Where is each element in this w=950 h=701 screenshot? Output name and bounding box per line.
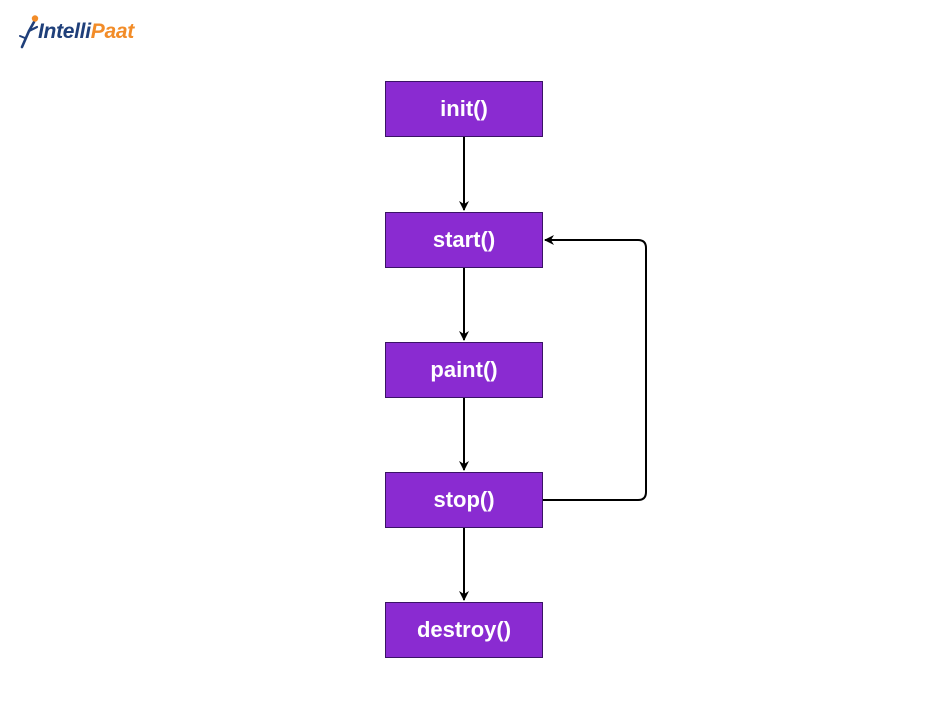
intellipaat-logo: IntelliPaat [18, 12, 134, 52]
runner-figure-icon [19, 15, 39, 49]
init-node: init() [385, 81, 543, 137]
logo-wordmark: IntelliPaat [38, 20, 134, 44]
start-node-label: start() [432, 227, 496, 252]
start-node: start() [385, 212, 543, 268]
paint-node-label: paint() [430, 357, 498, 382]
init-node-label: init() [440, 96, 488, 121]
logo-wordmark-accent: Paat [90, 20, 134, 43]
edge-stop-to-start-loop [543, 235, 647, 501]
destroy-node-label: destroy() [416, 617, 512, 642]
paint-node: paint() [385, 342, 543, 398]
logo-wordmark-middle: ntelli [43, 20, 92, 43]
destroy-node: destroy() [385, 602, 543, 658]
stop-node-label: stop() [433, 487, 495, 512]
logo-wordmark-initial: I [38, 20, 44, 43]
stop-node: stop() [385, 472, 543, 528]
